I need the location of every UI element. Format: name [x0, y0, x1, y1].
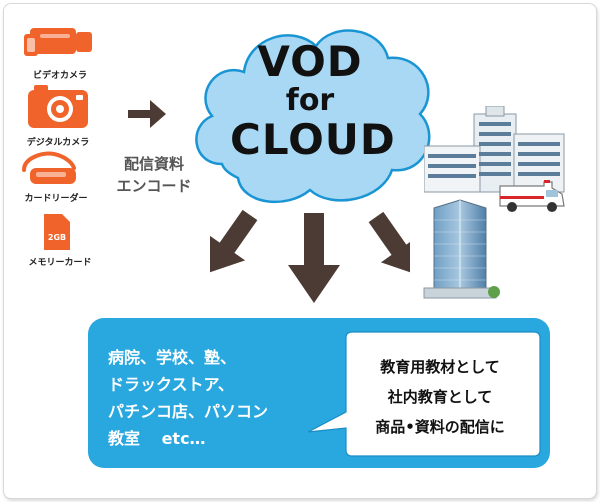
hospital-building-icon — [424, 106, 565, 193]
memory-card-icon: 2GB — [44, 214, 70, 250]
target-line3: パチンコ店、パソコン — [108, 402, 269, 421]
target-line1: 病院、学校、塾、 — [108, 348, 237, 367]
digital-camera-label: デジタルカメラ — [26, 138, 90, 148]
arrow-down-icon — [288, 213, 340, 303]
purpose-line3: 商品•資料の配信に — [375, 418, 505, 436]
target-line2: ドラックストア、 — [108, 375, 234, 394]
target-line4: 教室 etc… — [108, 429, 206, 448]
cloud-icon — [195, 29, 431, 204]
arrow-down-left-icon — [210, 209, 258, 273]
cloud-title-line2: for — [285, 83, 335, 118]
cloud-title: VOD for CLOUD — [230, 37, 396, 164]
process-label-line2: エンコード — [116, 177, 192, 195]
right-arrow-icon — [128, 100, 166, 128]
memory-card-size: 2GB — [48, 233, 66, 242]
memory-card-label: メモリーカード — [28, 258, 92, 268]
card-reader-icon — [22, 151, 76, 184]
purpose-line2: 社内教育として — [387, 388, 493, 406]
target-list: 病院、学校、塾、 ドラックストア、 パチンコ店、パソコン 教室 etc… — [108, 344, 328, 452]
purpose-list: 教育用教材として 社内教育として 商品•資料の配信に — [345, 352, 535, 442]
cloud-title-line3: CLOUD — [230, 115, 396, 164]
purpose-speech-bubble — [307, 331, 541, 457]
process-label-line1: 配信資料 — [123, 155, 184, 173]
card-reader-label: カードリーダー — [24, 194, 88, 204]
arrow-down-right-icon — [368, 211, 410, 275]
digital-camera-icon — [28, 85, 88, 128]
office-building-icon — [423, 199, 500, 299]
ambulance-icon — [499, 180, 565, 212]
down-arrows — [210, 209, 410, 303]
purpose-line1: 教育用教材として — [380, 358, 500, 376]
cloud-title-line1: VOD — [257, 37, 363, 86]
video-camera-label: ビデオカメラ — [32, 71, 87, 81]
video-camera-icon — [24, 28, 92, 56]
